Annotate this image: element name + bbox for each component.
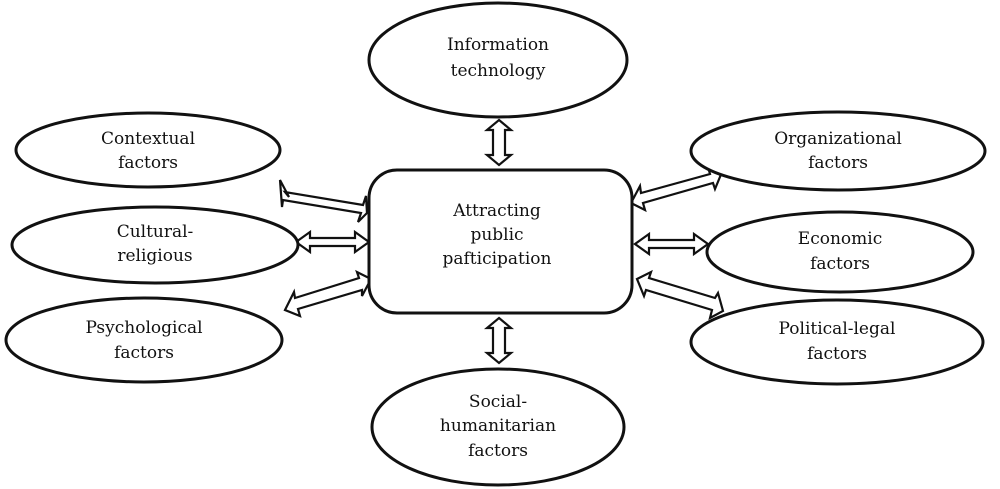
node-organizational-factors-line-1: Organizational [774, 129, 902, 149]
arrow-social-humanitarian [483, 316, 515, 365]
node-social-humanitarian-factors-line-1: Social- [469, 392, 527, 412]
node-psychological-factors: Psychological factors [4, 296, 284, 384]
arrow-information-technology [483, 118, 515, 167]
node-contextual-factors-line-2: factors [118, 153, 178, 173]
node-psychological-factors-line-2: factors [114, 343, 174, 363]
node-economic-factors: Economic factors [705, 210, 975, 294]
node-contextual-factors: Contextual factors [14, 111, 282, 189]
arrow-political-legal [635, 269, 725, 321]
connector-arrows [278, 118, 725, 365]
node-economic-factors-line-2: factors [810, 254, 870, 274]
node-organizational-factors: Organizational factors [689, 110, 987, 192]
node-cultural-religious: Cultural- religious [10, 205, 300, 285]
node-information-technology-line-2: technology [451, 61, 546, 81]
node-contextual-factors-line-1: Contextual [101, 129, 195, 149]
center-line-2: public [470, 225, 523, 245]
center-line-1: Attracting [452, 201, 541, 221]
node-political-legal-factors-line-1: Political-legal [779, 319, 896, 339]
node-psychological-factors-line-1: Psychological [85, 318, 202, 338]
node-economic-factors-line-1: Economic [798, 229, 882, 249]
node-social-humanitarian-factors-line-2: humanitarian [440, 416, 556, 436]
node-information-technology: Information technology [367, 1, 629, 119]
node-cultural-religious-line-1: Cultural- [117, 222, 194, 242]
arrow-psychological [283, 269, 373, 318]
node-political-legal-factors-line-2: factors [807, 344, 867, 364]
node-organizational-factors-line-2: factors [808, 153, 868, 173]
node-cultural-religious-line-2: religious [117, 246, 192, 266]
node-information-technology-line-1: Information [447, 35, 549, 55]
arrow-cultural-religious [294, 229, 371, 255]
arrow-organizational [629, 165, 724, 213]
node-political-legal-factors: Political-legal factors [689, 298, 985, 386]
arrow-economic [633, 231, 710, 257]
node-attracting-public-participation: Attracting public pafticipation [367, 168, 634, 315]
node-social-humanitarian-factors: Social- humanitarian factors [370, 367, 626, 487]
center-line-3: pafticipation [442, 249, 551, 269]
arrow-contextual [278, 179, 369, 223]
node-social-humanitarian-factors-line-3: factors [468, 441, 528, 461]
